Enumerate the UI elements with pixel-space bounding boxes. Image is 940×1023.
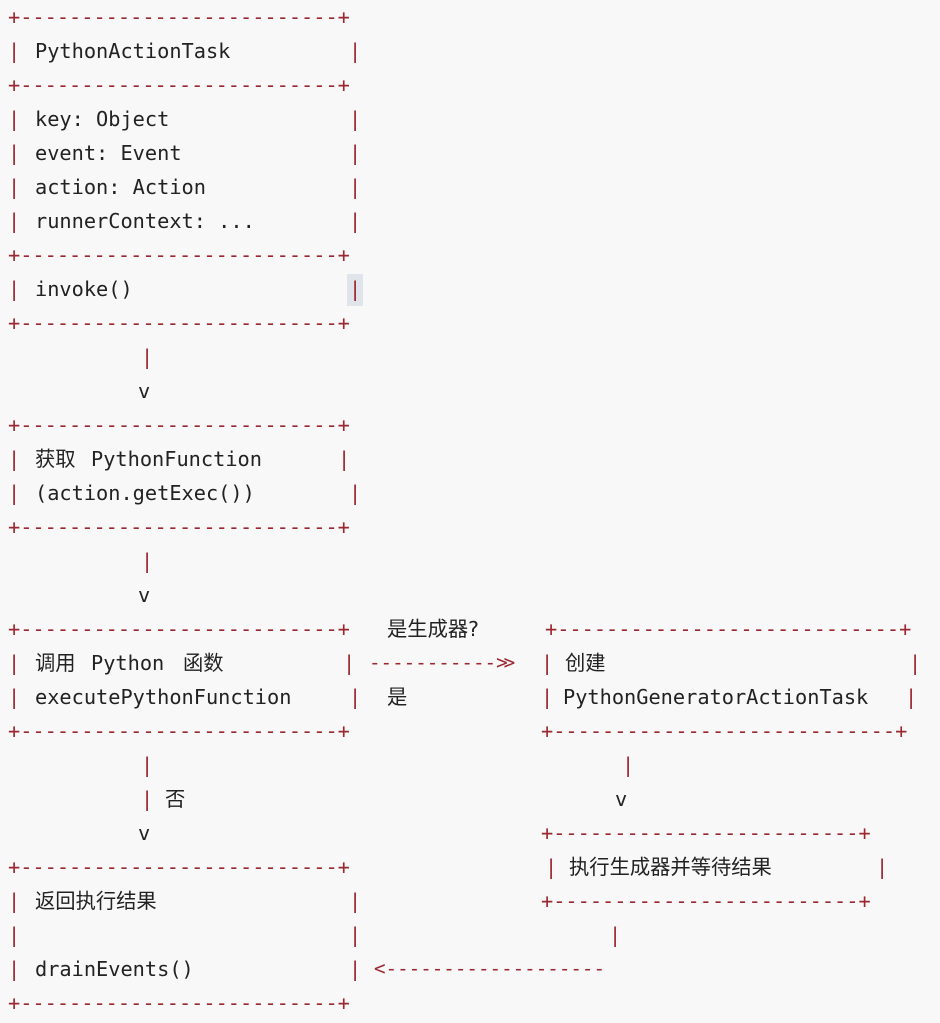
return-arrow: <------------------- xyxy=(374,957,606,980)
arrow-head: v xyxy=(138,821,151,845)
pipe: | xyxy=(8,447,21,471)
result-drain-events: drainEvents() xyxy=(35,957,194,981)
decision-question: 是生成器? xyxy=(387,617,479,641)
get-function-label-code: PythonFunction xyxy=(91,447,262,471)
pipe: | xyxy=(8,141,21,165)
pipe: | xyxy=(541,685,554,709)
pipe: | xyxy=(349,141,362,165)
pipe: | xyxy=(8,923,21,947)
execute-box-top-border: +-------------------------+ xyxy=(541,821,871,845)
pipe: | xyxy=(338,447,351,471)
pipe: | xyxy=(349,923,362,947)
pipe: | xyxy=(8,107,21,131)
task-method-invoke: invoke() xyxy=(35,277,133,301)
pipe: | xyxy=(343,651,356,675)
pipe: | xyxy=(349,889,362,913)
call-label-cjk: 调用 xyxy=(35,651,76,675)
get-function-box-bottom-border: +--------------------------+ xyxy=(8,515,350,539)
arrow-shaft: | xyxy=(622,753,635,777)
task-field-key: key: Object xyxy=(35,107,170,131)
pipe: | xyxy=(349,175,362,199)
task-field-action: action: Action xyxy=(35,175,206,199)
arrow-shaft: | xyxy=(141,787,154,811)
pipe: | xyxy=(8,209,21,233)
call-box-bottom-border: +--------------------------+ xyxy=(8,719,350,743)
return-arrow-shaft: | xyxy=(609,923,622,947)
arrow-shaft: | xyxy=(141,753,154,777)
get-function-box-top-border: +--------------------------+ xyxy=(8,413,350,437)
execute-generator-label: 执行生成器并等待结果 xyxy=(569,855,772,879)
text-cursor-highlight: | xyxy=(347,274,364,306)
generator-box-bottom-border: +----------------------------+ xyxy=(541,719,908,743)
pipe: | xyxy=(8,685,21,709)
pipe: | xyxy=(349,481,362,505)
result-box-bottom-border: +--------------------------+ xyxy=(8,991,350,1015)
arrow-head: v xyxy=(138,379,151,403)
pipe: | xyxy=(8,957,21,981)
pipe: | xyxy=(349,39,362,63)
task-field-event: event: Event xyxy=(35,141,182,165)
execute-box-bottom-border: +-------------------------+ xyxy=(541,889,871,913)
arrow-shaft: | xyxy=(141,549,154,573)
decision-no-label: 否 xyxy=(165,787,186,811)
call-execute-python-function: executePythonFunction xyxy=(35,685,292,709)
generator-create-label: 创建 xyxy=(565,651,606,675)
pipe: | xyxy=(905,685,918,709)
arrow-head: v xyxy=(615,787,628,811)
arrow-head: v xyxy=(138,583,151,607)
pipe: | xyxy=(909,651,922,675)
arrow-shaft: | xyxy=(141,345,154,369)
call-label-function-cjk: 函数 xyxy=(183,651,224,675)
pipe: | xyxy=(541,651,554,675)
decision-yes-label: 是 xyxy=(387,685,408,709)
pipe: | xyxy=(8,651,21,675)
task-box-bottom-border: +--------------------------+ xyxy=(8,311,350,335)
call-box-top-border: +--------------------------+ xyxy=(8,617,350,641)
pipe: | xyxy=(8,175,21,199)
pipe: | xyxy=(349,209,362,233)
pipe: | xyxy=(349,107,362,131)
task-field-runner-context: runnerContext: ... xyxy=(35,209,255,233)
pipe: | xyxy=(8,39,21,63)
pipe: | xyxy=(8,889,21,913)
generator-task-name: PythonGeneratorActionTask xyxy=(563,685,869,709)
get-function-label-cjk: 获取 xyxy=(35,447,76,471)
pipe: | xyxy=(8,277,21,301)
get-function-exec-call: (action.getExec()) xyxy=(35,481,255,505)
result-box-top-border: +--------------------------+ xyxy=(8,855,350,879)
pipe: | xyxy=(8,481,21,505)
task-box-title: PythonActionTask xyxy=(35,39,231,63)
pipe: | xyxy=(876,855,889,879)
generator-box-top-border: +----------------------------+ xyxy=(545,617,912,641)
result-return-label: 返回执行结果 xyxy=(35,889,157,913)
task-box-divider: +--------------------------+ xyxy=(8,73,350,97)
call-label-python: Python xyxy=(91,651,165,675)
pipe: | xyxy=(545,855,558,879)
task-box-top-border: +--------------------------+ xyxy=(8,5,350,29)
pipe: | xyxy=(349,957,362,981)
pipe: | xyxy=(349,685,362,709)
task-box-divider: +--------------------------+ xyxy=(8,243,350,267)
yes-arrow: ----------->> xyxy=(369,651,516,674)
